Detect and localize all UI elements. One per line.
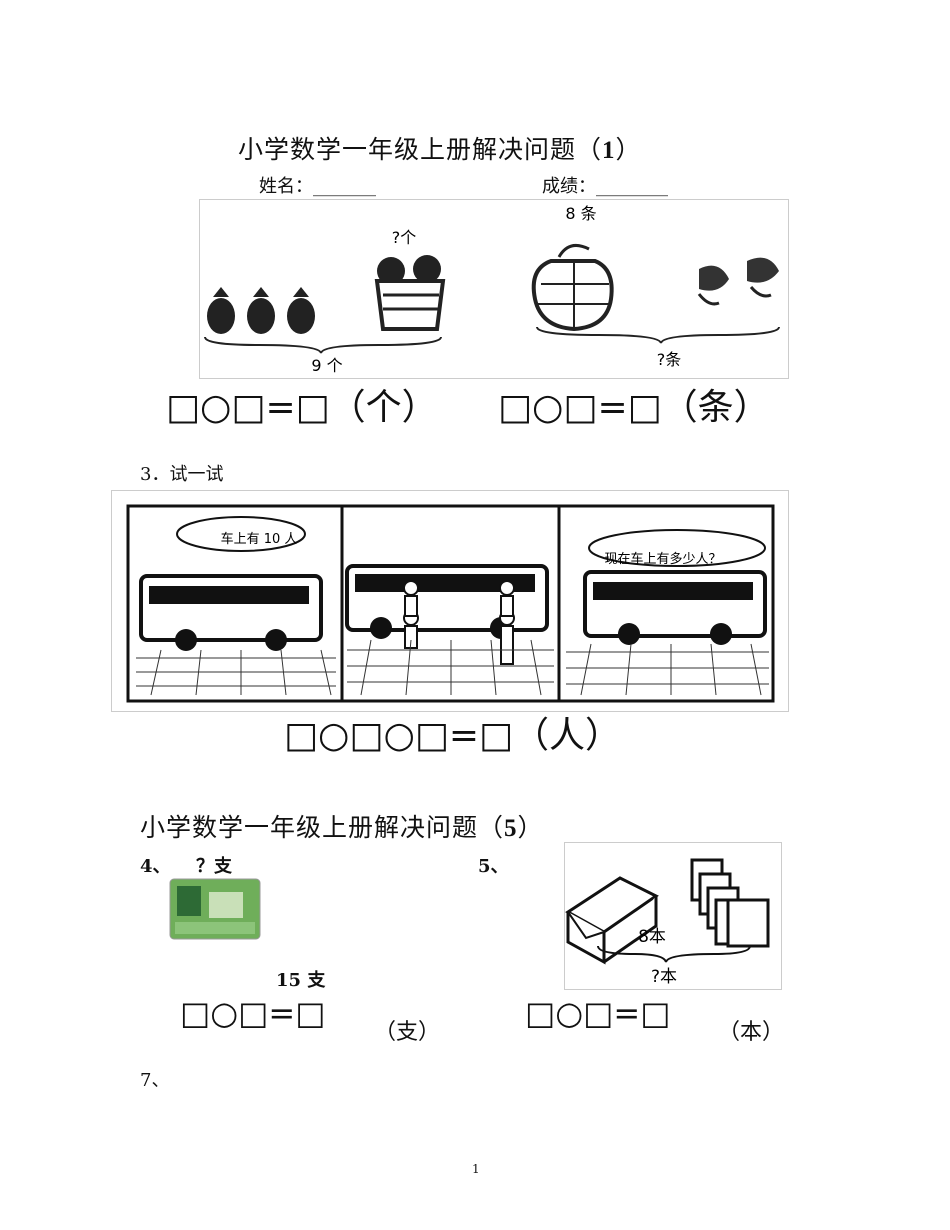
- worksheet-title-1: 小学数学一年级上册解决问题（1）: [238, 130, 642, 166]
- fish-count-label: 8 条: [565, 204, 596, 223]
- jar-icon: [531, 243, 614, 332]
- pineapple-total-label: 9 个: [311, 356, 342, 375]
- books-stack-icon: [690, 858, 770, 948]
- package-icon: [565, 876, 659, 965]
- equation-books-unit: （本）: [718, 1020, 785, 1045]
- pineapple-icon: [287, 287, 315, 334]
- brace-icon: [536, 326, 780, 344]
- bus-icon: [139, 574, 323, 651]
- title-text: 小学数学一年级上册解决问题（: [238, 135, 603, 164]
- worksheet-title-2: 小学数学一年级上册解决问题（5）: [140, 808, 544, 844]
- equation-pencils[interactable]: □○□=□: [180, 994, 326, 1032]
- equation-fish[interactable]: □○□=□（条）: [498, 387, 770, 428]
- speech-bubble: [588, 529, 766, 567]
- equation-pencils-unit: （支）: [374, 1020, 441, 1045]
- question-3-label: 3．试一试: [140, 464, 224, 485]
- fish-icon: [697, 265, 729, 306]
- pineapple-question-label: ?个: [392, 228, 417, 247]
- question-5-label: 5、: [478, 856, 509, 877]
- title-number: 5: [504, 815, 518, 842]
- books-known-label: 8本: [638, 927, 666, 947]
- person-icon: [499, 610, 515, 665]
- speech-bubble-text-3: 现在车上有多少人？: [604, 551, 721, 567]
- name-field-label: 姓名：_______: [259, 176, 376, 197]
- title-text: 小学数学一年级上册解决问题（: [140, 813, 505, 842]
- question-4-label: 4、: [140, 856, 171, 877]
- question-4-total: 15 支: [276, 970, 326, 991]
- title-end: ）: [615, 135, 642, 164]
- brace-icon: [204, 336, 442, 354]
- equation-books[interactable]: □○□=□: [525, 994, 671, 1032]
- person-icon: [403, 580, 419, 617]
- speech-bubble: [176, 516, 306, 552]
- bus-icon: [345, 564, 549, 639]
- person-icon: [499, 580, 515, 617]
- person-icon: [403, 610, 419, 649]
- bus-icon: [583, 570, 767, 645]
- fish-icon: [747, 257, 779, 298]
- books-question-label: ?本: [651, 967, 677, 987]
- title-end: ）: [517, 813, 544, 842]
- equation-bus[interactable]: □○□○□=□（人）: [284, 715, 622, 756]
- page-number: 1: [472, 1162, 480, 1176]
- question-4-unknown: ？支: [196, 856, 232, 877]
- score-field-label: 成绩：________: [542, 176, 668, 197]
- speech-bubble-text-1: 车上有 10 人: [221, 531, 298, 547]
- figure-bus-comic: 车上有 10 人 现在车上有多少人？: [111, 490, 789, 712]
- fish-question-label: ?条: [657, 350, 682, 369]
- figure-books: 8本 ?本: [564, 842, 782, 990]
- pineapple-icon: [247, 287, 275, 334]
- title-number: 1: [602, 137, 616, 164]
- equation-pineapple[interactable]: □○□=□（个）: [166, 387, 438, 428]
- figure-pineapple-fish: ?个 9 个 8 条 ?条: [199, 199, 789, 379]
- pencil-box-image: [169, 878, 261, 940]
- basket-icon: [374, 255, 446, 331]
- pineapple-icon: [207, 287, 235, 334]
- brace-icon: [597, 945, 751, 963]
- question-7-label: 7、: [140, 1070, 170, 1091]
